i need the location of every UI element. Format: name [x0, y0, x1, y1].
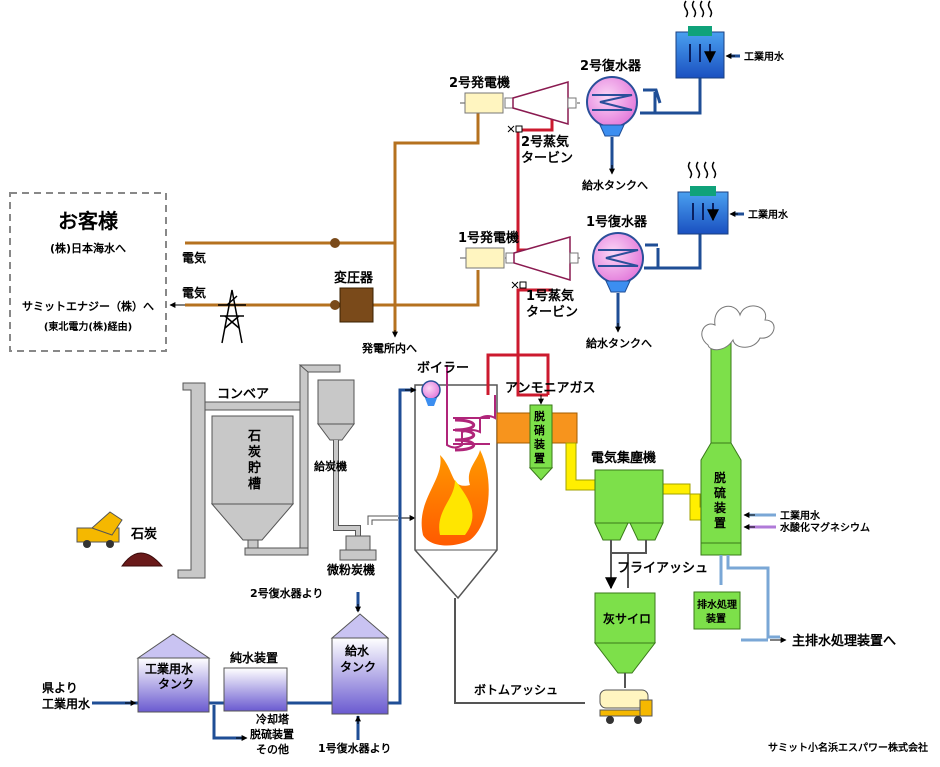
customer-box: お客様 (株)日本海水へ サミットエナジー（株）へ (東北電力(株)経由)	[9, 192, 167, 352]
mill-label: 微粉炭機	[326, 562, 375, 577]
desulf-label-1: 脱	[714, 470, 726, 485]
ind-water-desulf-label: 工業用水	[780, 509, 821, 522]
boiler-label: ボイラー	[417, 360, 469, 376]
denitration-label-4: 置	[534, 452, 545, 465]
feed-tank-label-1: 給水	[345, 643, 370, 658]
feed-tank-label-2: 給水タンクへ	[582, 178, 648, 192]
generator-2	[460, 81, 580, 133]
turbine-1-label-b: タービン	[526, 304, 578, 320]
denitration-label-3: 装	[533, 437, 545, 451]
electrostatic-precipitator	[594, 469, 664, 588]
bottom-ash-label: ボトムアッシュ	[474, 682, 558, 697]
ind-water-tank-label-2: タンク	[158, 677, 194, 691]
denitration-label-2: 硝	[534, 423, 545, 437]
mg-hydroxide-label: 水酸化マグネシウム	[779, 521, 870, 534]
coal-storage-label-1: 石	[247, 429, 261, 444]
line-main-wastewater	[726, 555, 780, 642]
steam-line	[486, 290, 520, 395]
from-pref-label-1: 県より	[42, 681, 78, 695]
boiler	[414, 365, 585, 704]
customer-line-1: (株)日本海水へ	[50, 241, 126, 255]
transformer-label: 変圧器	[334, 270, 374, 286]
coal-storage-label-4: 槽	[248, 476, 261, 492]
from-cond2-label: 2号復水器より	[250, 586, 323, 600]
station-use-label: 発電所内へ	[361, 341, 417, 355]
cooling-tower-2	[640, 0, 725, 115]
feed-water-tank	[330, 613, 390, 715]
feed-tank-label-1: 給水タンクへ	[586, 336, 652, 350]
ash-silo	[593, 592, 657, 688]
cooling-other-label-2: 脱硫装置	[250, 727, 294, 741]
pure-water-label: 純水装置	[230, 650, 278, 665]
condenser-2	[586, 76, 638, 137]
from-pref-label-2: 工業用水	[42, 696, 91, 711]
ind-water-tank-label-1: 工業用水	[145, 661, 194, 676]
desulf-label-4: 置	[714, 516, 726, 530]
customer-title: お客様	[58, 209, 119, 233]
denitration-label-1: 脱	[534, 409, 545, 423]
electric-label-1: 電気	[182, 250, 206, 265]
fly-ash-label: フライアッシュ	[617, 561, 708, 576]
pure-water-unit	[223, 667, 288, 712]
desulfurization-stack	[700, 305, 775, 556]
transformer-box	[339, 287, 374, 323]
transmission-tower-icon	[218, 289, 246, 344]
condenser-1	[592, 232, 644, 293]
mill	[339, 535, 377, 561]
desulf-label-3: 装	[713, 500, 726, 515]
coal-pipe-inner	[368, 516, 398, 525]
coal-storage-label-3: 貯	[248, 460, 261, 476]
smoke-icon	[701, 305, 775, 351]
condenser-1-label: 1号復水器	[586, 214, 648, 230]
denitration	[528, 404, 554, 481]
coal-pile-icon	[121, 552, 164, 567]
generator-1	[460, 236, 580, 289]
industrial-water-label-mid: 工業用水	[748, 208, 789, 221]
industrial-water-label-top: 工業用水	[744, 50, 785, 63]
electric-lines	[185, 112, 480, 332]
ash-truck-icon	[599, 689, 653, 724]
cooling-other-label-1: 冷却塔	[256, 712, 290, 726]
coal-storage	[210, 415, 295, 549]
esp-label: 電気集塵機	[591, 450, 656, 466]
coal-feeder-label: 給炭機	[314, 459, 347, 473]
feed-tank-label-2: タンク	[340, 660, 376, 674]
cooling-other-label-3: その他	[256, 742, 289, 756]
dump-truck-icon	[76, 511, 123, 548]
turbine-2-label-a: 2号蒸気	[521, 134, 569, 150]
turbine-1-label-a: 1号蒸気	[526, 288, 574, 304]
wastewater-label-1: 排水処理	[697, 598, 737, 611]
turbine-2-label-b: タービン	[521, 150, 573, 166]
generator-2-label: 2号発電機	[449, 75, 510, 91]
customer-line-2: サミットエナジー（株）へ	[22, 299, 154, 313]
junction-node	[330, 238, 340, 248]
desulf-label-2: 硫	[714, 485, 726, 500]
generator-1-label: 1号発電機	[458, 230, 519, 246]
wastewater-label-2: 装置	[705, 612, 726, 625]
coal-label: 石炭	[130, 526, 157, 542]
coal-feeder	[317, 379, 361, 536]
ammonia-label: アンモニアガス	[505, 381, 595, 396]
company-name: サミット小名浜エスパワー株式会社	[768, 741, 928, 754]
main-wastewater-label: 主排水処理装置へ	[792, 633, 896, 649]
coal-storage-label-2: 炭	[248, 444, 261, 460]
junction-node	[330, 300, 340, 310]
wastewater-treatment	[693, 591, 741, 630]
customer-line-3: (東北電力(株)経由)	[44, 320, 132, 333]
ash-silo-label: 灰サイロ	[603, 611, 651, 626]
industrial-water-tank	[136, 633, 211, 713]
conveyor-system	[177, 364, 341, 579]
electric-label-2: 電気	[182, 285, 206, 300]
condenser-2-label: 2号復水器	[580, 58, 642, 74]
cooling-tower-1	[644, 161, 729, 270]
conveyor-label: コンベア	[217, 387, 269, 402]
from-cond1-label: 1号復水器より	[318, 741, 391, 755]
